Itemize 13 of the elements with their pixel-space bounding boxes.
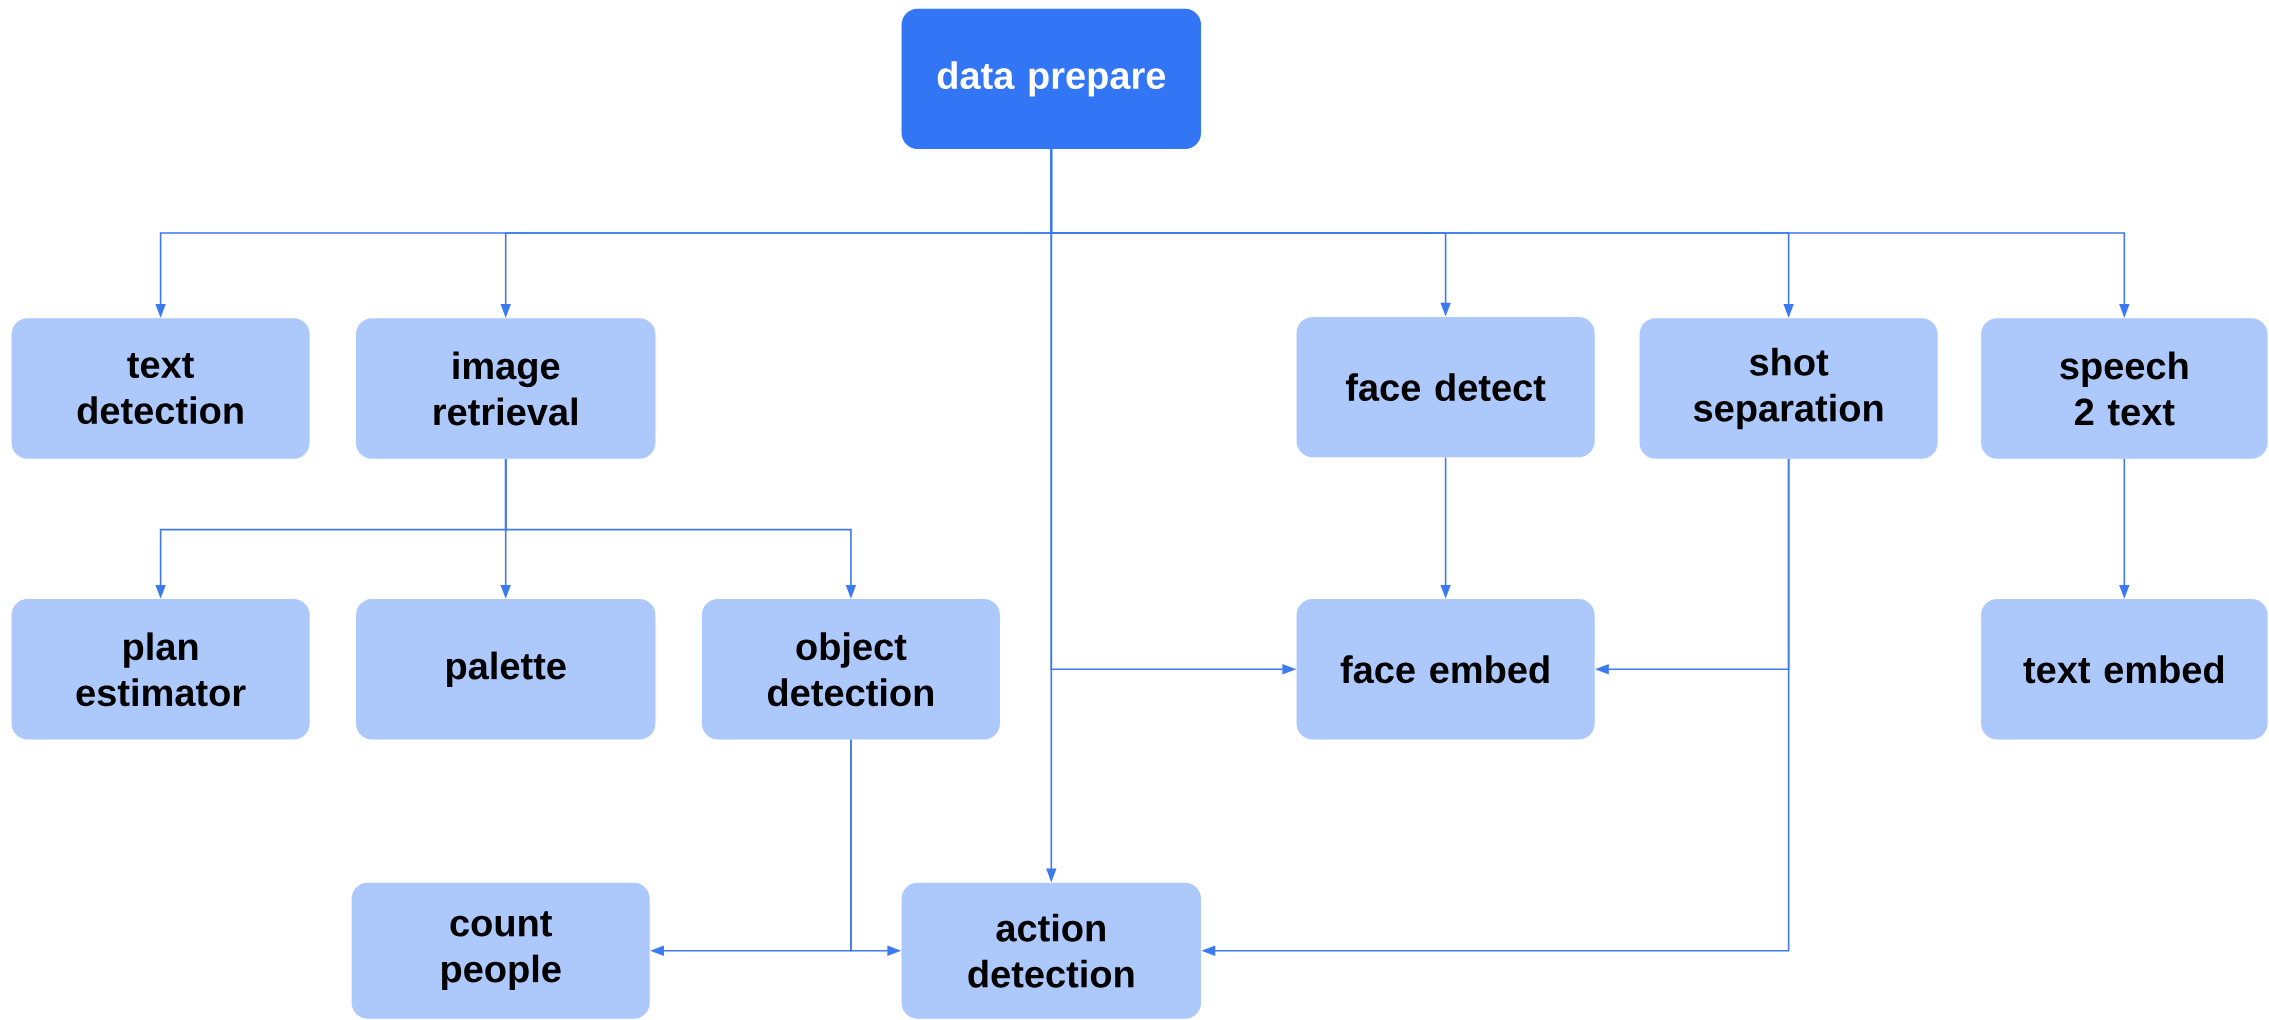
process-box: action detection: [901, 882, 1202, 1019]
process-box: face detect: [1296, 316, 1595, 458]
process-box: palette: [355, 599, 656, 740]
process-box: face embed: [1296, 599, 1595, 740]
process-box: plan estimator: [11, 599, 310, 740]
process-box: object detection: [701, 599, 1000, 740]
process-box: text embed: [1981, 599, 2268, 740]
process-box: speech 2 text: [1981, 318, 2268, 459]
process-box: shot separation: [1639, 318, 1938, 459]
process-box: image retrieval: [355, 318, 656, 459]
process-box: text detection: [11, 318, 310, 459]
process-box: count people: [351, 882, 650, 1019]
start-box: data prepare: [901, 8, 1202, 150]
